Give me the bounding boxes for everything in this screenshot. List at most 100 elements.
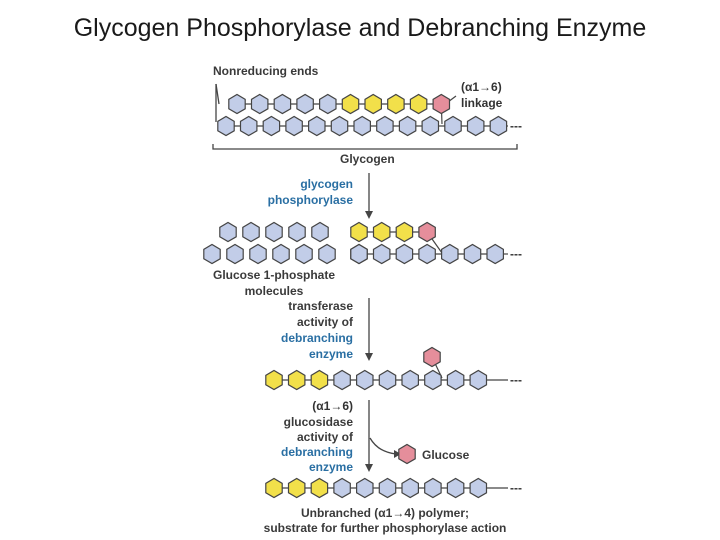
- glucose-residue: [273, 93, 292, 115]
- chain-continuation-ellipsis: ---: [510, 247, 522, 261]
- glucose-residue: [441, 243, 459, 265]
- glucose-residue: [446, 477, 465, 499]
- glucose-residue: [272, 243, 290, 265]
- glucose-residue: [262, 115, 281, 137]
- glucose-residue: [265, 369, 283, 391]
- glucose-residue: [219, 221, 237, 243]
- transferase-label-line2: activity of: [297, 315, 354, 329]
- glucosidase-label-line1: (α1→6): [312, 399, 353, 413]
- glucose-residue: [341, 93, 360, 115]
- transferase-arrowhead: [365, 353, 373, 361]
- linkage-label-line1: (α1→6): [461, 80, 502, 94]
- glucose-1-phosphate-molecules: [203, 221, 368, 265]
- glucose-residue: [376, 115, 394, 137]
- glucose-release-arrowhead: [394, 450, 401, 458]
- glucose-residue: [318, 243, 336, 265]
- glucose-residue: [296, 93, 314, 115]
- transferase-label-line4: enzyme: [309, 347, 353, 361]
- linkage-label-line2: linkage: [461, 96, 503, 110]
- glucose-residue: [466, 115, 485, 137]
- glucosidase-label-line5: enzyme: [309, 460, 353, 474]
- glucosidase-label-line3: activity of: [297, 430, 354, 444]
- glucose-residue: [239, 115, 258, 137]
- glucose-residue: [308, 115, 326, 137]
- glucose-residue: [333, 369, 351, 391]
- glucose-residue: [356, 477, 374, 499]
- glucose-residue: [378, 369, 397, 391]
- glucose-residue: [378, 477, 397, 499]
- glycogen-bracket: [212, 144, 518, 150]
- glucose-residue: [265, 221, 283, 243]
- glucose-residue: [423, 346, 441, 368]
- glucose-residue: [250, 93, 269, 115]
- glucose-residue: [249, 243, 267, 265]
- nonreducing-ends-label: Nonreducing ends: [213, 64, 319, 78]
- glucose-residue: [330, 115, 349, 137]
- glucose-residue: [372, 221, 391, 243]
- glucose-residue: [395, 221, 414, 243]
- polymer-label-line2: substrate for further phosphorylase acti…: [264, 521, 507, 535]
- glucose-residue: [228, 93, 246, 115]
- glucose-residue: [319, 93, 337, 115]
- glucose-residue: [350, 221, 368, 243]
- glucose-residue: [310, 477, 329, 499]
- chain-continuation-ellipsis: ---: [510, 373, 522, 387]
- glucose-residue: [401, 477, 419, 499]
- glucose-residue: [311, 221, 329, 243]
- phosphorylase-label-line2: phosphorylase: [268, 193, 354, 207]
- glucose-residue: [463, 243, 482, 265]
- glucose-residue: [353, 115, 371, 137]
- transferred-chain: [265, 346, 508, 391]
- glucose-residue: [242, 221, 260, 243]
- glucose-residue: [486, 243, 504, 265]
- glucose-residue: [333, 477, 351, 499]
- glucosidase-arrowhead: [365, 464, 373, 472]
- glucose-residue: [203, 243, 221, 265]
- glucose-residue: [409, 93, 428, 115]
- glucose-residue: [356, 369, 374, 391]
- glucose-residue: [446, 369, 465, 391]
- glucosidase-label-line2: glucosidase: [284, 415, 354, 429]
- glucose-residue: [424, 477, 442, 499]
- glucose-residue: [372, 243, 391, 265]
- phosphorylase-label-line1: glycogen: [300, 177, 353, 191]
- glucose-label: Glucose: [422, 448, 470, 462]
- released-glucose: [398, 443, 416, 465]
- glucose-residue: [424, 369, 442, 391]
- transferase-label-line1: transferase: [288, 299, 353, 313]
- glycogen-chains: [217, 93, 508, 137]
- glucose-residue: [418, 221, 436, 243]
- phosphorylase-arrowhead: [365, 211, 373, 219]
- glucose-release-arrow: [369, 437, 397, 455]
- glucose-residue: [469, 477, 488, 499]
- glucose-residue: [310, 369, 329, 391]
- slide-title: Glycogen Phosphorylase and Debranching E…: [73, 14, 647, 42]
- g1p-label-line1: Glucose 1-phosphate: [213, 268, 335, 282]
- glucose-residue: [285, 115, 303, 137]
- chain-continuation-ellipsis: ---: [510, 119, 522, 133]
- glucose-residue: [418, 243, 436, 265]
- glucose-residue: [398, 115, 417, 137]
- unbranched-polymer: [265, 477, 508, 499]
- glucose-residue: [226, 243, 244, 265]
- glucose-residue: [398, 443, 416, 465]
- glucose-residue: [288, 221, 306, 243]
- glucose-residue: [421, 115, 440, 137]
- glucose-residue: [387, 93, 405, 115]
- glucose-residue: [364, 93, 382, 115]
- glucose-residue: [265, 477, 283, 499]
- chain-continuation-ellipsis: ---: [510, 481, 522, 495]
- glucose-residue: [295, 243, 313, 265]
- transferase-label-line3: debranching: [281, 331, 353, 345]
- trimmed-glycogen-chains: [350, 221, 508, 265]
- glucose-residue: [469, 369, 488, 391]
- glucose-residue: [489, 115, 508, 137]
- glucose-residue: [432, 93, 451, 115]
- polymer-label-line1: Unbranched (α1→4) polymer;: [301, 506, 469, 520]
- glucosidase-label-line4: debranching: [281, 445, 353, 459]
- glucose-residue: [287, 369, 306, 391]
- glucose-residue: [401, 369, 419, 391]
- glucose-residue: [287, 477, 306, 499]
- glucose-residue: [217, 115, 235, 137]
